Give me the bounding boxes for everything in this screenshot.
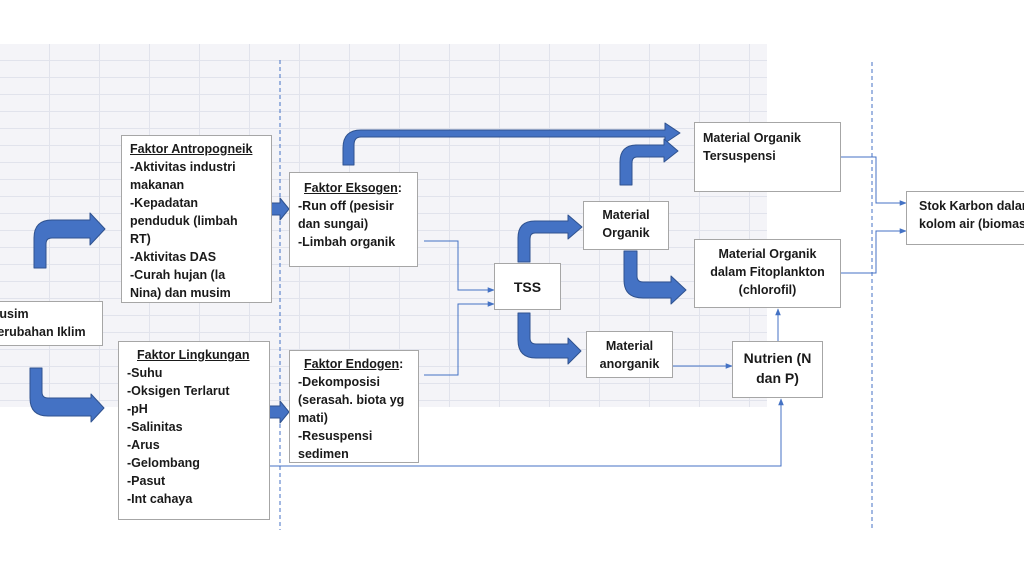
antropogenik-line: penduduk (limbah — [130, 214, 238, 228]
antropogenik-line: Nina) dan musim — [130, 286, 231, 300]
material-anorganik-box: Material anorganik — [586, 331, 673, 378]
connector-eksogen-tss — [424, 240, 495, 293]
fitoplankton-line-1: Material Organik — [718, 247, 817, 261]
lingkungan-line: -pH — [127, 402, 148, 416]
connector-endogen-tss — [424, 301, 495, 376]
connector-fitoplankton-stok — [840, 228, 907, 274]
fitoplankton-line-2: dalam Fitoplankton — [710, 265, 825, 279]
lingkungan-line: -Salinitas — [127, 420, 183, 434]
tersuspensi-line-2: Tersuspensi — [703, 149, 776, 163]
bent-arrow-organik-to-fitoplankton — [623, 250, 687, 305]
lingkungan-line: -Suhu — [127, 366, 163, 380]
stok-karbon-box: Stok Karbon dalam kolom air (biomassa) — [906, 191, 1024, 245]
lingkungan-line: -Pasut — [127, 474, 166, 488]
antropogenik-line: makanan — [130, 178, 185, 192]
bent-arrow-organik-to-tersuspensi — [619, 138, 679, 186]
eksogen-heading: Faktor Eksogen: — [304, 179, 409, 197]
nutrien-line-2: dan P) — [756, 370, 799, 386]
material-anorganik-line-1: Material — [605, 339, 654, 353]
antropogenik-title: Faktor Antropogneik — [130, 142, 253, 156]
bent-arrow-tss-to-organik — [517, 214, 583, 263]
stok-karbon-line-2: kolom air (biomassa) — [919, 217, 1024, 231]
antropogenik-line: -Aktivitas DAS — [130, 250, 217, 264]
eksogen-line: dan sungai) — [298, 217, 369, 231]
material-organik-line-2: Organik — [602, 226, 650, 240]
material-organik-box: Material Organik — [583, 201, 669, 250]
antropogenik-line: -Kepadatan — [130, 196, 199, 210]
material-anorganik-line-2: anorganik — [599, 357, 660, 371]
faktor-lingkungan-box: Faktor Lingkungan -Suhu -Oksigen Terlaru… — [118, 341, 270, 520]
lingkungan-line: -Arus — [127, 438, 160, 452]
endogen-title-suffix: : — [399, 357, 404, 371]
endogen-heading: Faktor Endogen: — [304, 355, 410, 373]
endogen-line: -Dekomposisi — [298, 375, 380, 389]
antropogenik-line: -Aktivitas industri — [130, 160, 236, 174]
lingkungan-line: -Oksigen Terlarut — [127, 384, 230, 398]
endogen-line: sedimen — [298, 447, 349, 461]
bent-arrow-eksogen-to-tersuspensi — [342, 122, 681, 166]
lingkungan-title: Faktor Lingkungan — [137, 348, 250, 362]
nutrien-line-1: Nutrien (N — [743, 350, 812, 366]
material-organik-line-1: Material — [602, 208, 650, 222]
tss-box: TSS — [494, 263, 561, 310]
tss-label: TSS — [513, 278, 542, 295]
faktor-antropogenik-box: Faktor Antropogneik -Aktivitas industri … — [121, 135, 272, 303]
bent-arrow-musim-to-lingkungan — [29, 367, 105, 423]
endogen-line: -Resuspensi — [298, 429, 373, 443]
material-organik-tersuspensi-box: Material Organik Tersuspensi — [694, 122, 841, 192]
connector-tersuspensi-stok — [840, 156, 907, 206]
lingkungan-line: -Int cahaya — [127, 492, 193, 506]
tersuspensi-line-1: Material Organik — [703, 131, 801, 145]
bent-arrow-musim-to-antropogenik — [33, 212, 106, 269]
eksogen-line: -Run off (pesisir — [298, 199, 394, 213]
musim-line-2: Perubahan Iklim — [0, 325, 86, 339]
endogen-title: Faktor Endogen — [304, 357, 400, 371]
bent-arrow-tss-to-anorganik — [517, 312, 582, 365]
antropogenik-line: RT) — [130, 232, 151, 246]
faktor-eksogen-box: Faktor Eksogen: -Run off (pesisir dan su… — [289, 172, 418, 267]
musim-perubahan-iklim-box: Musim Perubahan Iklim — [0, 301, 103, 346]
endogen-line: mati) — [298, 411, 328, 425]
connector-lingkungan-nutrien — [270, 398, 784, 467]
arrow-lingkungan-to-endogen — [267, 400, 290, 424]
eksogen-title-suffix: : — [397, 181, 402, 195]
eksogen-title: Faktor Eksogen — [304, 181, 398, 195]
stok-karbon-line-1: Stok Karbon dalam — [919, 199, 1024, 213]
arrow-antropogenik-to-eksogen — [269, 197, 290, 221]
fitoplankton-line-3: (chlorofil) — [738, 283, 797, 297]
nutrien-box: Nutrien (N dan P) — [732, 341, 823, 398]
endogen-line: (serasah. biota yg — [298, 393, 405, 407]
faktor-endogen-box: Faktor Endogen: -Dekomposisi (serasah. b… — [289, 350, 419, 463]
antropogenik-line: -Curah hujan (la — [130, 268, 226, 282]
eksogen-line: -Limbah organik — [298, 235, 396, 249]
material-organik-fitoplankton-box: Material Organik dalam Fitoplankton (chl… — [694, 239, 841, 308]
lingkungan-line: -Gelombang — [127, 456, 200, 470]
musim-line-1: Musim — [0, 307, 29, 321]
